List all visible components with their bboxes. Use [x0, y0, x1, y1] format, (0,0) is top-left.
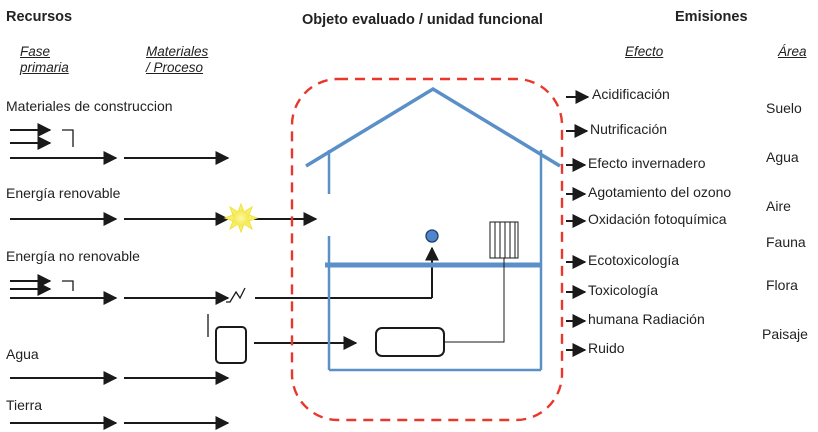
resource-land: Tierra	[6, 397, 43, 413]
emissions-header: Emisiones	[675, 9, 748, 25]
radiator-icon	[489, 221, 519, 259]
house-illustration	[305, 86, 561, 372]
effect-acidification: Acidificación	[592, 86, 670, 102]
area-air: Aire	[766, 198, 791, 214]
lamp-icon	[425, 229, 439, 243]
effect-toxicology: Toxicología	[588, 282, 659, 298]
area-water: Agua	[766, 149, 799, 165]
area-landscape: Paisaje	[762, 326, 808, 342]
primary-phase-label-line1: Fase	[20, 44, 51, 59]
area-fauna: Fauna	[766, 234, 806, 250]
resources-header: Recursos	[6, 9, 73, 25]
effect-greenhouse: Efecto invernadero	[588, 155, 706, 171]
effect-ecotoxicology: Ecotoxicología	[588, 252, 680, 268]
bracket-mark	[62, 280, 74, 291]
tank-icon	[215, 326, 247, 364]
effect-nutrification: Nutrificación	[590, 121, 668, 137]
resource-construction-materials: Materiales de construccion	[6, 98, 173, 114]
sun-icon	[223, 202, 259, 234]
effect-ozone-depletion: Agotamiento del ozono	[588, 184, 732, 200]
object-header: Objeto evaluado / unidad funcional	[302, 12, 543, 28]
house-roof	[305, 86, 561, 168]
materials-label-line2: / Proceso	[146, 60, 204, 75]
effect-photochemical-oxidation: Oxidación fotoquímica	[588, 211, 727, 227]
resource-renewable-energy: Energía renovable	[6, 185, 121, 201]
resource-water: Agua	[6, 346, 39, 362]
area-label: Área	[778, 44, 807, 59]
system-boundary	[290, 77, 564, 422]
effect-label: Efecto	[625, 44, 664, 59]
lightning-icon	[226, 287, 246, 303]
materials-label-line1: Materiales	[146, 44, 209, 59]
radiator-pipe	[444, 258, 505, 343]
area-soil: Suelo	[766, 100, 802, 116]
resource-nonrenewable-energy: Energía no renovable	[6, 248, 140, 264]
bracket-mark	[62, 129, 74, 147]
effect-noise: Ruido	[588, 340, 625, 356]
effect-radiation: humana Radiación	[588, 311, 705, 327]
heating-unit	[375, 327, 445, 357]
area-flora: Flora	[766, 277, 798, 293]
primary-phase-label-line2: primaria	[20, 60, 69, 75]
